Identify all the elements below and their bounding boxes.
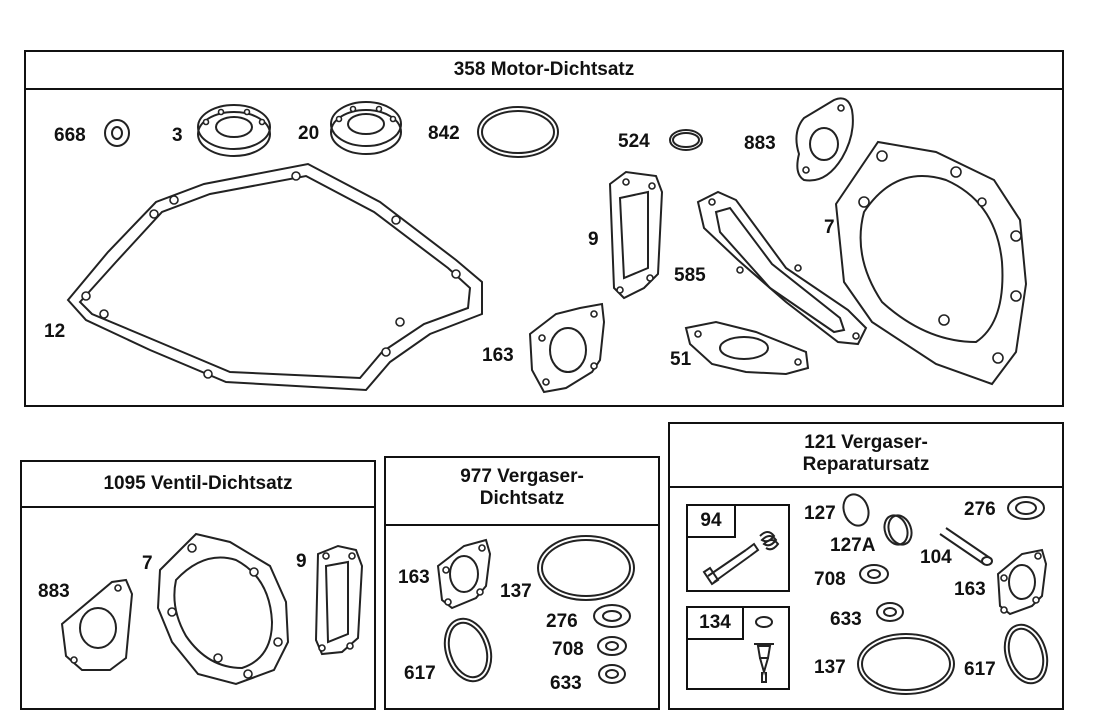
label-137: 137 [814,657,846,678]
label-127: 127 [804,503,836,524]
carb-gasket-kit-title-line2: Dichtsatz [479,488,565,509]
label-708: 708 [552,639,584,660]
part-7-head-gasket [836,142,1026,384]
label-163: 163 [954,579,986,600]
part-9-valve-cover-gasket [316,546,362,654]
part-163-carb-gasket [998,550,1046,614]
label-127a: 127A [830,535,876,556]
valve-gasket-kit-title: 1095 Ventil-Dichtsatz [22,462,374,508]
label-12: 12 [44,321,66,342]
sub-kit-134-tag: 134 [688,608,744,640]
sub-kit-94-box: 94 [686,504,790,592]
label-163: 163 [482,345,514,366]
part-3-oil-seal [198,105,270,156]
part-9-valve-cover-gasket [610,172,662,298]
part-708-washer [860,565,888,583]
label-617: 617 [404,663,436,684]
part-633-washer [877,603,903,621]
part-883-intake-gasket [796,98,852,180]
part-633-washer [599,665,625,683]
carb-repair-kit-title-line1: 121 Vergaser- [804,432,928,453]
motor-gasket-kit-box: 358 Motor-Dichtsatz [24,50,1064,407]
label-633: 633 [550,673,582,694]
part-617-o-ring [998,619,1055,688]
part-163-carb-gasket [530,304,604,392]
carb-kit-parts-art [386,458,662,712]
label-842: 842 [428,123,460,144]
label-3: 3 [172,125,183,146]
part-7-head-gasket [158,534,288,684]
carb-gasket-kit-title: 977 Vergaser- Dichtsatz [386,458,658,526]
valve-gasket-kit-box: 1095 Ventil-Dichtsatz 883 7 9 [20,460,376,710]
label-137: 137 [500,581,532,602]
motor-kit-parts-art [26,52,1066,409]
part-276-washer [1008,497,1044,519]
part-137-o-ring [858,634,954,694]
label-668: 668 [54,125,86,146]
part-51-exhaust-gasket [686,322,808,374]
part-842-o-ring [478,107,558,157]
part-127-plug [839,491,872,529]
label-585: 585 [674,265,706,286]
part-668-washer [105,120,129,146]
label-883: 883 [38,581,70,602]
label-633: 633 [830,609,862,630]
label-7: 7 [142,553,153,574]
label-276: 276 [546,611,578,632]
part-137-o-ring [538,536,634,600]
carb-repair-kit-title-line2: Reparatursatz [802,454,930,475]
label-276: 276 [964,499,996,520]
label-524: 524 [618,131,650,152]
label-104: 104 [920,547,952,568]
carb-repair-parts-art [670,424,1066,712]
label-20: 20 [298,123,320,144]
float-valve-assembly-art [688,506,792,594]
label-51: 51 [670,349,692,370]
label-9: 9 [296,551,307,572]
label-163: 163 [398,567,430,588]
label-883: 883 [744,133,776,154]
part-708-washer [598,637,626,655]
part-524-ring [670,130,702,150]
valve-kit-parts-art [22,462,378,712]
part-276-washer [594,605,630,627]
label-708: 708 [814,569,846,590]
needle-valve-art [688,608,792,692]
sub-kit-94-tag: 94 [688,506,736,538]
part-104-pin [940,528,992,565]
label-7: 7 [824,217,835,238]
part-20-oil-seal [331,102,401,154]
part-617-o-ring [437,613,499,687]
part-127a-plug [881,512,916,548]
part-12-crankcase-gasket [68,164,482,390]
label-617: 617 [964,659,996,680]
part-585-breather-gasket [698,192,866,344]
carb-gasket-kit-title-line1: 977 Vergaser- [460,466,584,487]
part-163-carb-gasket [438,540,490,608]
label-9: 9 [588,229,599,250]
motor-gasket-kit-title: 358 Motor-Dichtsatz [26,52,1062,90]
carb-repair-kit-box: 121 Vergaser- Reparatursatz 94 134 [668,422,1064,710]
part-883-intake-gasket [62,580,132,670]
carb-repair-kit-title: 121 Vergaser- Reparatursatz [670,424,1062,488]
carb-gasket-kit-box: 977 Vergaser- Dichtsatz [384,456,660,710]
sub-kit-134-box: 134 [686,606,790,690]
